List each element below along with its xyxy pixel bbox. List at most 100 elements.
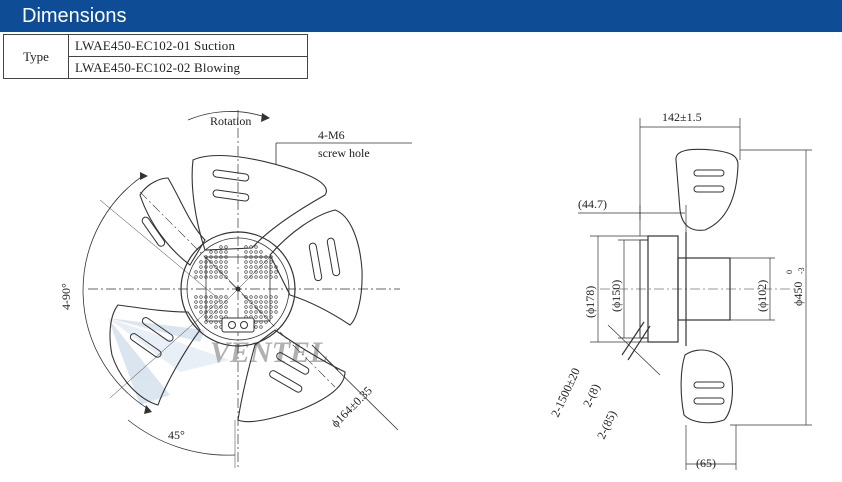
vent-hole [214, 260, 218, 264]
vent-hole [249, 310, 253, 314]
vent-hole [254, 275, 258, 279]
vent-hole [274, 305, 278, 309]
vent-hole [259, 305, 263, 309]
vent-hole [244, 245, 248, 249]
vent-hole [264, 270, 268, 274]
vent-hole [244, 255, 248, 259]
vent-hole [224, 300, 228, 304]
vent-hole [204, 255, 208, 259]
vent-hole [214, 295, 218, 299]
vent-hole [254, 270, 258, 274]
vent-hole [254, 315, 258, 319]
vent-hole [209, 255, 213, 259]
width65-label: (65) [696, 456, 716, 470]
rotation-arrow [187, 111, 269, 121]
d450-tol-upper: 0 [785, 270, 794, 274]
vent-hole [214, 310, 218, 314]
vent-hole [209, 250, 213, 254]
motor-rotor [677, 257, 731, 321]
vent-hole [219, 315, 223, 319]
vent-hole [194, 270, 198, 274]
vent-hole [214, 270, 218, 274]
fan-blade [191, 155, 327, 251]
vent-hole [224, 250, 228, 254]
side-annotations [578, 118, 812, 470]
vent-hole [259, 325, 263, 329]
vent-hole [264, 265, 268, 269]
d102-label: (ϕ102) [755, 280, 769, 312]
vent-hole [249, 250, 253, 254]
vent-hole [199, 270, 203, 274]
fan-blade [237, 329, 346, 423]
d150-label: (ϕ150) [609, 280, 623, 312]
header-bar: Dimensions [0, 0, 842, 32]
vent-hole [254, 305, 258, 309]
vent-hole [209, 270, 213, 274]
vent-hole [259, 320, 263, 324]
vent-hole [264, 260, 268, 264]
cable-length-label: 2-1500±20 [548, 366, 583, 420]
vent-hole [274, 295, 278, 299]
vent-hole [259, 275, 263, 279]
vent-hole [269, 265, 273, 269]
fan-blades [109, 155, 363, 423]
vent-hole [269, 305, 273, 309]
vent-hole [224, 270, 228, 274]
vent-hole [204, 305, 208, 309]
side-blade-top [675, 148, 739, 231]
vent-hole [264, 300, 268, 304]
cable-85-label: 2-(85) [594, 408, 619, 441]
vent-hole [194, 295, 198, 299]
vent-hole [214, 255, 218, 259]
vent-hole [209, 265, 213, 269]
vent-hole [204, 300, 208, 304]
vent-hole [244, 275, 248, 279]
vent-hole [249, 255, 253, 259]
cable-8-label: 2-(8) [580, 382, 603, 410]
vent-hole [199, 275, 203, 279]
screw-label: 4-M6 [318, 128, 345, 142]
vent-hole [214, 265, 218, 269]
model-suction: LWAE450-EC102-01 Suction [68, 34, 308, 57]
vent-hole [219, 270, 223, 274]
side-blade-bottom [680, 349, 733, 424]
hub-inner [186, 237, 290, 341]
vent-hole [254, 260, 258, 264]
vent-hole [204, 295, 208, 299]
vent-hole [269, 310, 273, 314]
vent-hole [264, 310, 268, 314]
vent-hole [224, 245, 228, 249]
hub-outer [180, 231, 296, 347]
offset-label: (44.7) [578, 197, 607, 211]
depth-label: 142±1.5 [662, 110, 702, 124]
vent-hole [199, 260, 203, 264]
angle45-label: 45° [168, 428, 185, 442]
d178-label: (ϕ178) [583, 286, 597, 318]
vent-hole [264, 255, 268, 259]
vent-hole [204, 270, 208, 274]
watermark-logo: VENTEL [108, 318, 328, 405]
vent-hole [259, 310, 263, 314]
vent-hole [259, 250, 263, 254]
vent-hole [199, 305, 203, 309]
cable-dim-leader [607, 324, 661, 376]
d450-tol-lower: -3 [797, 267, 806, 274]
vent-hole [269, 255, 273, 259]
vent-hole [254, 300, 258, 304]
vent-hole [259, 300, 263, 304]
side-view [600, 148, 800, 424]
vent-hole [254, 295, 258, 299]
vent-hole [249, 265, 253, 269]
vent-hole [209, 295, 213, 299]
vent-hole [224, 305, 228, 309]
vent-hole [259, 260, 263, 264]
vent-hole [244, 295, 248, 299]
vent-hole [244, 250, 248, 254]
vent-hole [209, 275, 213, 279]
vent-hole [209, 300, 213, 304]
vent-hole [254, 250, 258, 254]
fan-blade [139, 177, 206, 266]
vent-hole [254, 320, 258, 324]
vent-hole [249, 245, 253, 249]
